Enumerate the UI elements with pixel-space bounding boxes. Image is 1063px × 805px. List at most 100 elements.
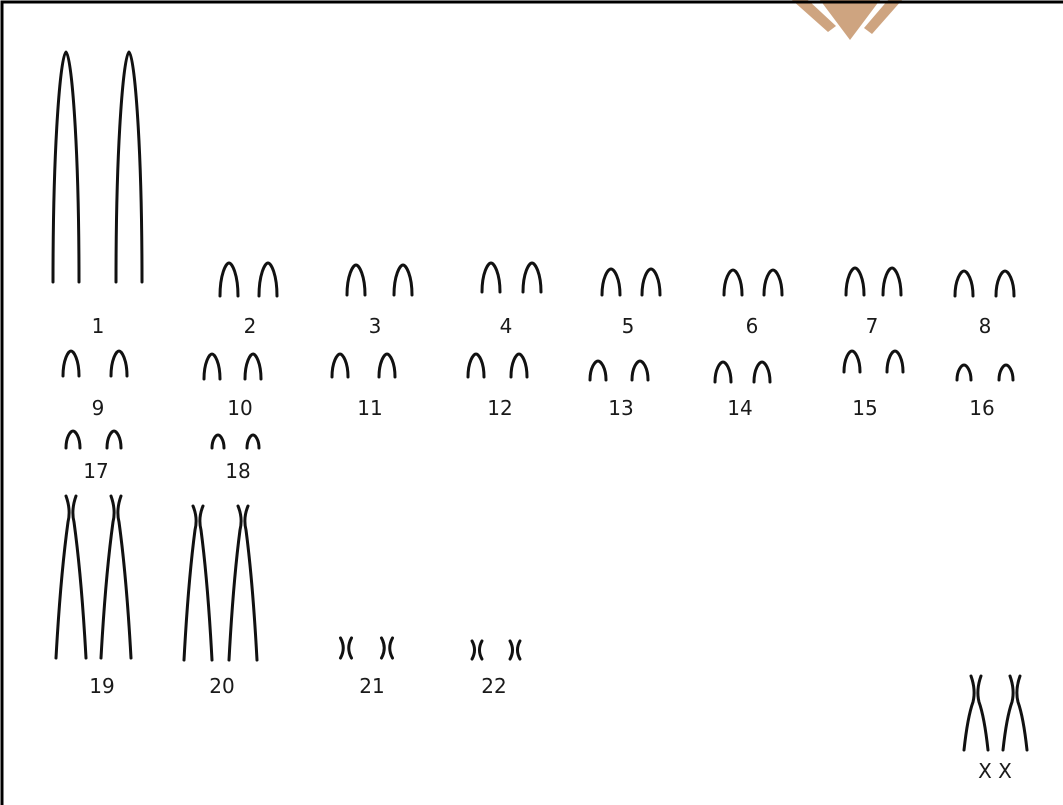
chromosome-pair-22 [472,641,520,659]
chromosome [754,362,770,382]
chromatid [341,638,344,658]
chromatid [200,506,212,660]
chromosome-pair-4 [482,263,541,292]
label-pair-15: 15 [852,396,877,420]
label-pair-13: 13 [608,396,633,420]
chromosome-pair-11 [332,354,395,377]
label-pair-18: 18 [225,459,250,483]
label-pair-7: 7 [866,314,879,338]
chromosome-pair-X X [964,676,1027,750]
chromosome [883,268,901,295]
chromosome [468,354,484,377]
chromosome [846,268,864,295]
chromatid [390,638,393,658]
chromosome [511,354,527,377]
label-pair-17: 17 [83,459,108,483]
chromosome-pair-16 [957,365,1013,380]
chromosome [955,271,973,296]
chromosome [379,354,395,377]
chromosome-pair-15 [844,351,903,372]
chromosome-pair-10 [204,354,261,379]
chromosome [715,362,731,382]
chromatid [245,506,257,660]
chromosome [632,361,648,380]
chromosome [116,52,142,282]
chromosome-pair-17 [66,431,121,448]
chromosome [844,351,860,372]
chromatid [382,638,385,658]
chromosome [220,263,238,296]
chromosome [523,263,541,292]
chromatid [964,676,974,750]
chromosome-pair-6 [724,270,782,295]
chromosome [204,354,220,379]
label-pair-19: 19 [89,674,114,698]
chromatid [56,496,69,658]
label-pair-8: 8 [979,314,992,338]
label-pair-11: 11 [357,396,382,420]
chromosome-pair-19 [56,496,131,658]
chromatid [118,496,131,658]
chromatid [1003,676,1013,750]
chromosome-pair-21 [341,638,393,658]
chromosome [212,435,224,448]
label-pair-x: X X [978,759,1012,783]
chromosome-pair-2 [220,263,277,296]
label-pair-20: 20 [209,674,234,698]
chromosome-pair-1 [53,52,142,282]
chromatid [510,641,512,659]
label-pair-6: 6 [746,314,759,338]
chromosome [247,435,259,448]
chromosome [887,351,903,372]
chromosome [63,351,79,376]
label-pair-22: 22 [481,674,506,698]
chromosome-pair-18 [212,435,259,448]
label-pair-3: 3 [369,314,382,338]
chromosome [347,265,365,295]
label-pair-9: 9 [92,396,105,420]
chromosome [764,270,782,295]
label-pair-14: 14 [727,396,752,420]
chromosome-pair-3 [347,265,412,295]
chromosome-pair-5 [602,269,660,295]
chromosome [107,431,121,448]
chromatid [229,506,241,660]
chromosome-pair-12 [468,354,527,377]
label-pair-21: 21 [359,674,384,698]
chromosome-pair-9 [63,351,127,376]
chromosome [332,354,348,377]
chromatid [73,496,86,658]
label-pair-12: 12 [487,396,512,420]
chromatid [479,641,481,659]
chromosome [996,271,1014,296]
chromosome-pair-20 [184,506,257,660]
chromosome [602,269,620,295]
chromosome-pair-7 [846,268,901,295]
chromosome [642,269,660,295]
chromatid [184,506,196,660]
chromosome [66,431,80,448]
chromosome-pair-8 [955,271,1014,296]
chromosome [999,365,1013,380]
chromosome [394,265,412,295]
chromatid [978,676,988,750]
chromosome [111,351,127,376]
chromosome [53,52,79,282]
chromosome-pair-13 [590,361,648,380]
chromosome [245,354,261,379]
chromosome [724,270,742,295]
label-pair-10: 10 [227,396,252,420]
chromosome-pairs [53,52,1027,750]
label-pair-16: 16 [969,396,994,420]
pair-labels: 1 2 3 4 5 6 7 8 9 10 11 12 13 14 15 16 1… [83,314,1012,783]
label-pair-1: 1 [92,314,105,338]
chromatid [517,641,519,659]
chromatid [101,496,114,658]
label-pair-5: 5 [622,314,635,338]
chromosome [259,263,277,296]
label-pair-2: 2 [244,314,257,338]
chromosome [482,263,500,292]
chromatid [472,641,474,659]
chromatid [349,638,352,658]
